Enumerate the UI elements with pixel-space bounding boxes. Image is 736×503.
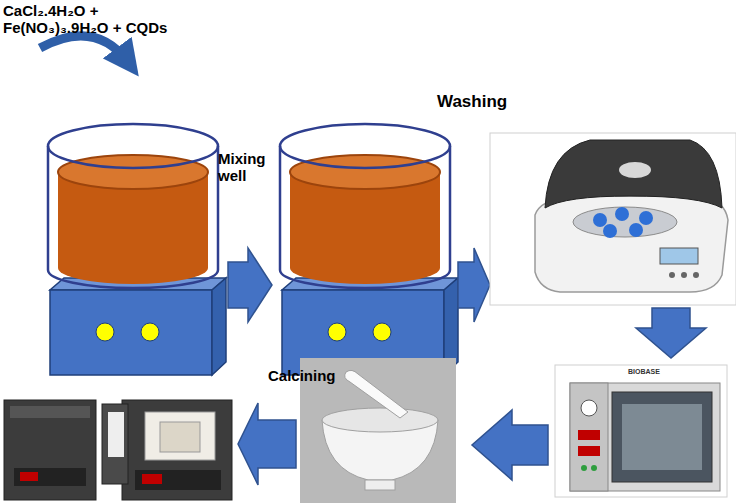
- stirrer-beaker: [280, 124, 458, 375]
- stirrer-beaker: [48, 124, 226, 375]
- drying-oven-illustration: [555, 365, 727, 497]
- brand-label: BIOBASE: [628, 368, 688, 376]
- muffle-furnace-illustration: [4, 400, 232, 500]
- step-label: Calcining: [268, 367, 358, 384]
- centrifuge-illustration: [490, 133, 736, 305]
- reagent-label: CaCl₂.4H₂O + Fe(NO₃)₃.9H₂O + CQDs: [3, 2, 203, 37]
- pour-arrow: [40, 36, 128, 62]
- step-label: Mixing well: [218, 150, 278, 185]
- step-label: Washing: [437, 92, 527, 112]
